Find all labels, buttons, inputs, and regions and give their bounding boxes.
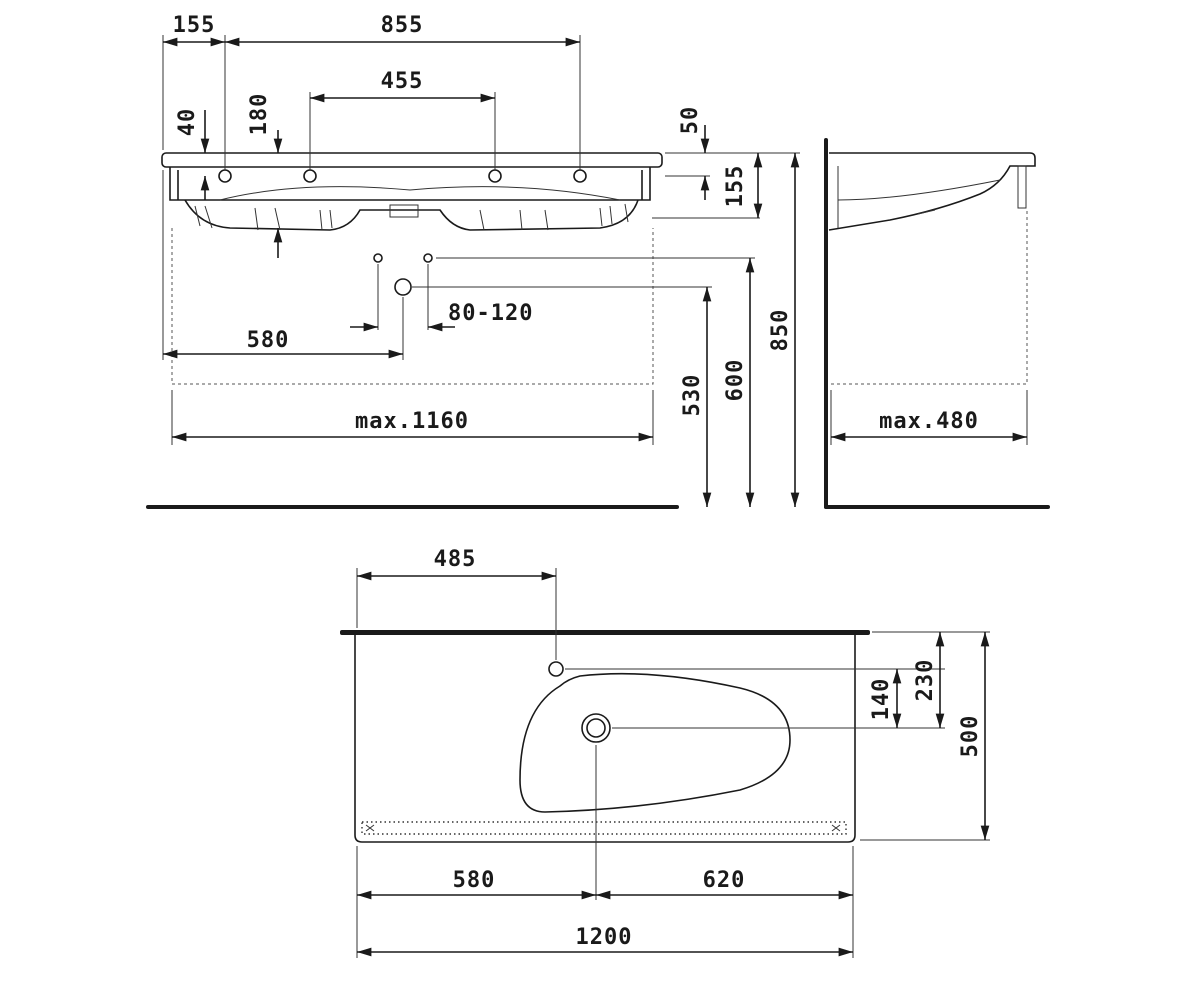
dim-580-front: 580	[247, 328, 290, 353]
basin-inner-curve	[219, 186, 621, 201]
basin-side-inner	[837, 166, 1001, 228]
dim-530: 530	[680, 374, 705, 417]
dim-580-top: 580	[453, 868, 496, 893]
dim-50: 50	[678, 106, 703, 135]
towel-rail-end-left	[365, 824, 375, 832]
front-dimension-lines	[163, 37, 800, 507]
dim-80-120: 80-120	[448, 301, 533, 326]
basin-underside	[184, 199, 639, 231]
top-dimension-lines	[357, 571, 990, 957]
top-drain-inner	[586, 718, 606, 738]
front-towel-rail	[361, 821, 847, 835]
top-tap-hole	[548, 661, 564, 677]
tap-hole-1	[218, 169, 232, 183]
fixing-point-left	[373, 253, 383, 263]
dim-600: 600	[723, 359, 748, 402]
front-view: 155 855 455 40 180 50 155 80-120 580 max…	[146, 13, 800, 509]
towel-rail-end-right	[831, 824, 841, 832]
bowl-outline	[519, 672, 791, 813]
dim-155-right: 155	[723, 165, 748, 208]
tap-hole-3	[488, 169, 502, 183]
dim-485: 485	[434, 547, 477, 572]
basin-inner-ribs	[194, 203, 629, 231]
dim-620: 620	[703, 868, 746, 893]
side-view: max.480	[824, 138, 1050, 509]
side-bracket	[1017, 165, 1027, 209]
tap-hole-2	[303, 169, 317, 183]
dim-230: 230	[913, 659, 938, 702]
dim-455: 455	[381, 69, 424, 94]
fixing-point-right	[423, 253, 433, 263]
cabinet-outline	[171, 228, 654, 385]
dim-max-1160: max.1160	[355, 409, 469, 434]
dim-40: 40	[175, 108, 200, 137]
top-view: 485 140 230 500 580 620 1200	[340, 547, 990, 958]
side-drain	[917, 209, 936, 215]
waste-outlet	[394, 278, 412, 296]
basin-top-plate	[161, 152, 663, 168]
top-extension-lines	[356, 568, 990, 958]
dim-155-top: 155	[173, 13, 216, 38]
dim-140: 140	[869, 678, 894, 721]
dim-1200: 1200	[576, 925, 633, 950]
tap-hole-4	[573, 169, 587, 183]
dim-500: 500	[958, 715, 983, 758]
top-drain-outer	[581, 713, 611, 743]
dim-180: 180	[247, 93, 272, 136]
dim-855: 855	[381, 13, 424, 38]
side-cabinet-outline	[831, 210, 1028, 385]
drain-block	[389, 204, 419, 218]
top-plate-edge	[340, 630, 870, 635]
top-basin-outline	[354, 635, 856, 843]
dim-max-480: max.480	[879, 409, 979, 434]
dim-850: 850	[768, 309, 793, 352]
basin-body	[169, 167, 651, 201]
